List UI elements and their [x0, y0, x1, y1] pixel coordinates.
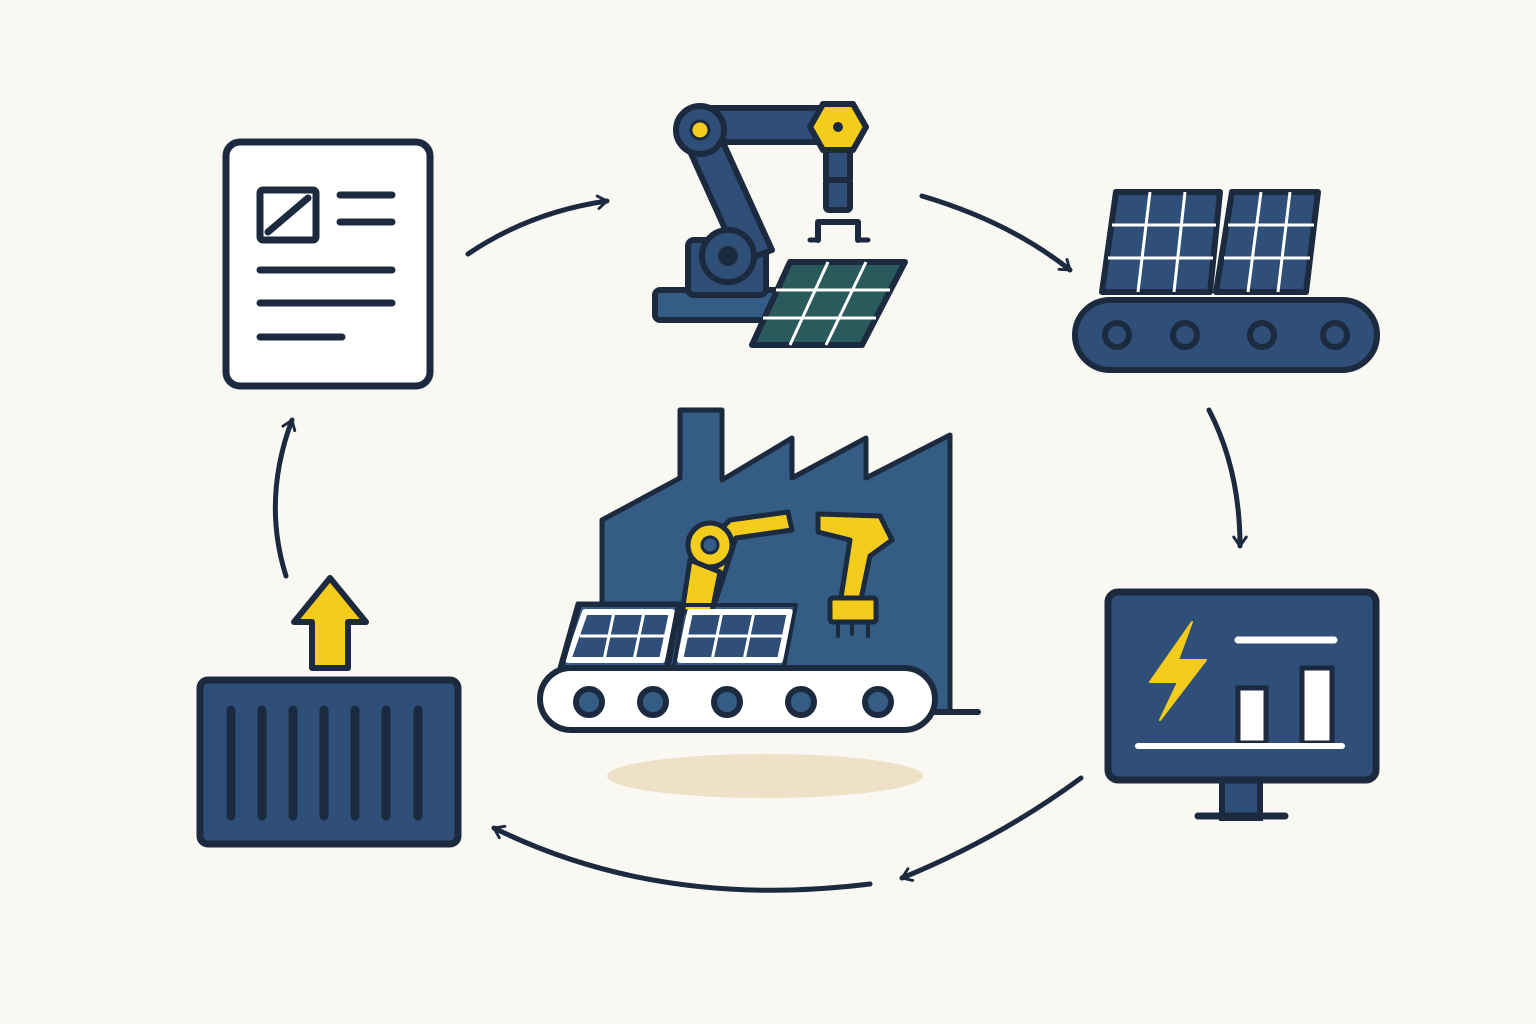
lightning-icon	[1149, 621, 1207, 721]
conveyor-icon	[1072, 189, 1380, 373]
robot-arm-icon	[652, 101, 908, 348]
arrow-monitor-to-container-1	[899, 775, 1084, 882]
monitor-icon	[1104, 588, 1380, 821]
arrow-monitor-to-container-2	[491, 824, 873, 893]
arrow-arm-to-conveyor	[919, 193, 1073, 273]
arrow-up-icon	[291, 575, 369, 671]
document-icon	[222, 138, 434, 390]
factory-icon	[537, 407, 981, 798]
floor-shadow	[607, 754, 923, 798]
arrow-container-to-document	[272, 417, 297, 579]
arrow-document-to-arm	[465, 194, 610, 257]
container-icon	[196, 575, 462, 848]
arrow-conveyor-to-monitor	[1206, 407, 1248, 549]
flow-arrows	[272, 193, 1248, 893]
